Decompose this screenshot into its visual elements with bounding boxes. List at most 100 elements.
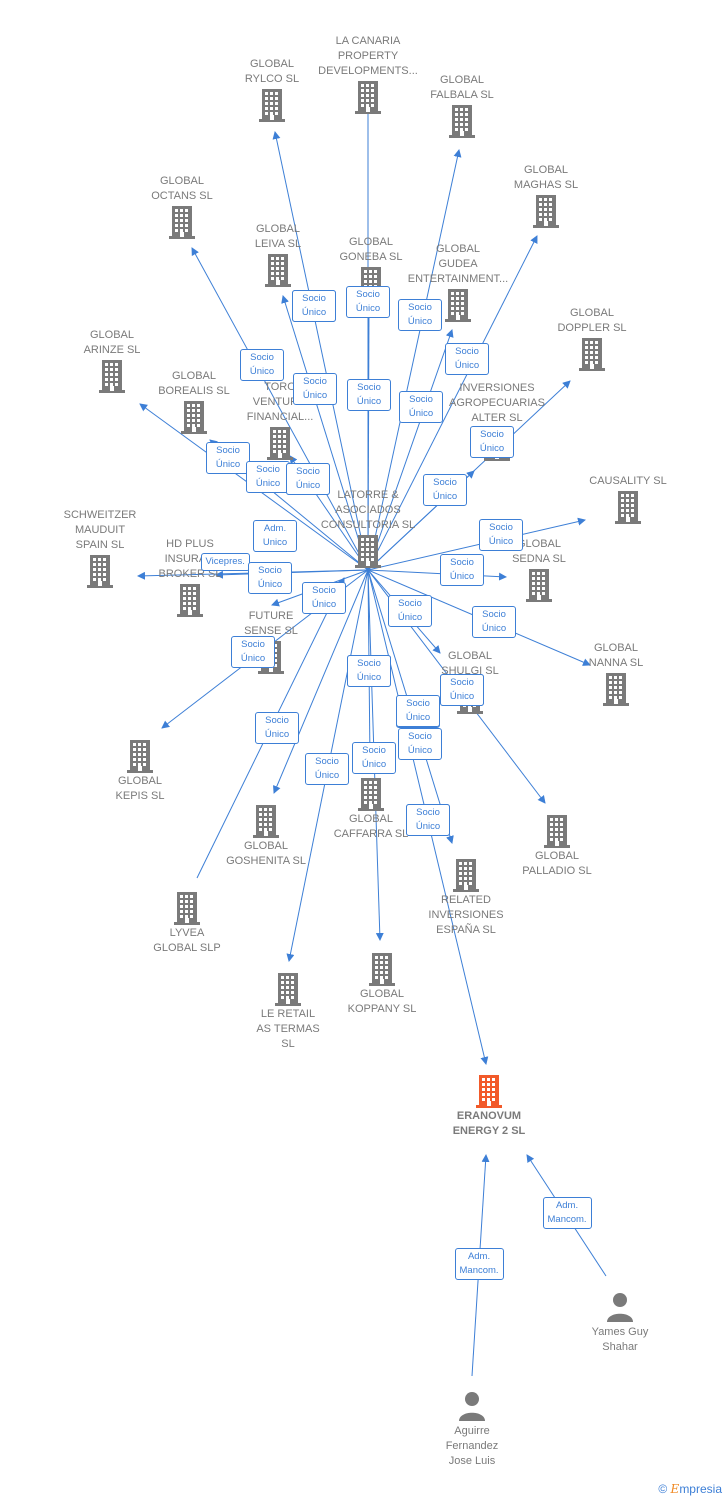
- node-leretail[interactable]: LE RETAIL AS TERMAS SL: [223, 971, 353, 1052]
- node-label: TORO VENTUR... FINANCIAL...: [246, 381, 314, 423]
- node-maghas[interactable]: GLOBAL MAGHAS SL: [481, 163, 611, 229]
- building-icon: [99, 360, 125, 393]
- edge-line: [364, 305, 373, 571]
- node-borealis[interactable]: GLOBAL BOREALIS SL: [129, 369, 259, 435]
- node-label: LYVEA GLOBAL SLP: [153, 927, 221, 954]
- building-icon: [87, 555, 113, 588]
- brand-logo-text: mpresia: [679, 1482, 722, 1496]
- node-related[interactable]: RELATED INVERSIONES ESPAÑA SL: [401, 857, 531, 938]
- node-label: GLOBAL SEDNA SL: [512, 538, 566, 565]
- building-icon: [615, 491, 641, 524]
- node-label: GLOBAL PALLADIO SL: [522, 850, 592, 877]
- node-falbala[interactable]: GLOBAL FALBALA SL: [397, 73, 527, 139]
- edge-role-tag: Socio Único: [398, 728, 442, 760]
- edge-role-tag: Socio Único: [406, 804, 450, 836]
- edge-role-tag: Socio Único: [440, 674, 484, 706]
- building-icon: [369, 953, 395, 986]
- edge-role-tag: Socio Único: [396, 695, 440, 727]
- edge-role-tag: Socio Único: [346, 286, 390, 318]
- node-aguirre[interactable]: Aguirre Fernandez Jose Luis: [407, 1388, 537, 1469]
- node-label: GLOBAL ARINZE SL: [83, 329, 141, 356]
- node-arinze[interactable]: GLOBAL ARINZE SL: [47, 328, 177, 394]
- node-label: GLOBAL MAGHAS SL: [513, 164, 579, 191]
- building-icon: [169, 206, 195, 239]
- node-lyvea[interactable]: LYVEA GLOBAL SLP: [122, 890, 252, 956]
- node-caffarra[interactable]: GLOBAL CAFFARRA SL: [306, 776, 436, 842]
- edge-line: [191, 247, 369, 571]
- building-icon: [275, 973, 301, 1006]
- edge-role-tag: Socio Único: [470, 426, 514, 458]
- person-icon: [459, 1392, 485, 1421]
- node-label: GLOBAL GONEBA SL: [339, 236, 403, 263]
- edge-line: [367, 149, 462, 571]
- node-hdplus[interactable]: HD PLUS INSURA... BROKER SL: [125, 537, 255, 618]
- node-label: GLOBAL OCTANS SL: [151, 175, 213, 202]
- edge-line: [367, 235, 538, 571]
- node-eranovum[interactable]: ERANOVUM ENERGY 2 SL: [424, 1073, 554, 1139]
- node-gudea[interactable]: GLOBAL GUDEA ENTERTAINMENT...: [393, 242, 523, 323]
- building-icon: [265, 254, 291, 287]
- node-rylco[interactable]: GLOBAL RYLCO SL: [207, 57, 337, 123]
- node-label: SCHWEITZER MAUDUIT SPAIN SL: [63, 509, 137, 551]
- node-label: ERANOVUM ENERGY 2 SL: [452, 1110, 526, 1137]
- edge-role-tag: Socio Único: [388, 595, 432, 627]
- edge-role-tag: Socio Único: [293, 373, 337, 405]
- brand-logo-initial: E: [670, 1482, 680, 1496]
- edge-role-tag: Socio Único: [206, 442, 250, 474]
- node-kepis[interactable]: GLOBAL KEPIS SL: [75, 738, 205, 804]
- brand-footer: © Empresia: [658, 1482, 722, 1496]
- edge-line: [273, 569, 369, 794]
- building-icon: [453, 859, 479, 892]
- edge-role-tag: Adm. Unico: [253, 520, 297, 552]
- node-koppany[interactable]: GLOBAL KOPPANY SL: [317, 951, 447, 1017]
- edge-role-tag: Socio Único: [398, 299, 442, 331]
- node-lacanaria[interactable]: LA CANARIA PROPERTY DEVELOPMENTS...: [303, 34, 433, 115]
- edge-role-tag: Socio Único: [347, 655, 391, 687]
- edge-line: [215, 569, 369, 579]
- node-causality[interactable]: CAUSALITY SL: [563, 474, 693, 525]
- person-icon: [607, 1293, 633, 1322]
- node-label: GLOBAL GOSHENITA SL: [226, 840, 306, 867]
- node-palladio[interactable]: GLOBAL PALLADIO SL: [492, 813, 622, 879]
- node-label: INVERSIONES AGROPECUARIAS ALTER SL: [449, 382, 545, 424]
- node-label: LA CANARIA PROPERTY DEVELOPMENTS...: [318, 35, 418, 77]
- edge-role-tag: Socio Único: [440, 554, 484, 586]
- edge-line: [367, 329, 454, 571]
- building-icon: [445, 289, 471, 322]
- node-label: GLOBAL RYLCO SL: [244, 58, 300, 85]
- node-latorre[interactable]: LATORRE & ASOCIADOS CONSULTORIA SL: [303, 488, 433, 569]
- node-goshenita[interactable]: GLOBAL GOSHENITA SL: [201, 803, 331, 869]
- building-icon: [253, 805, 279, 838]
- building-icon: [526, 569, 552, 602]
- edge-role-tag: Socio Único: [472, 606, 516, 638]
- node-toro[interactable]: TORO VENTUR... FINANCIAL...: [215, 380, 345, 461]
- building-icon: [127, 740, 153, 773]
- node-label: GLOBAL BOREALIS SL: [158, 370, 230, 397]
- edge-role-tag: Socio Único: [347, 379, 391, 411]
- node-label: FUTURE SENSE SL: [244, 610, 298, 637]
- node-nanna[interactable]: GLOBAL NANNA SL: [551, 641, 681, 707]
- node-leiva[interactable]: GLOBAL LEIVA SL: [213, 222, 343, 288]
- edge-role-tag: Socio Único: [248, 562, 292, 594]
- node-label: GLOBAL FALBALA SL: [430, 74, 494, 101]
- node-octans[interactable]: GLOBAL OCTANS SL: [117, 174, 247, 240]
- edge-role-tag: Socio Único: [255, 712, 299, 744]
- node-schweitzer[interactable]: SCHWEITZER MAUDUIT SPAIN SL: [35, 508, 165, 589]
- edge-role-tag: Socio Único: [479, 519, 523, 551]
- edge-role-tag: Socio Único: [399, 391, 443, 423]
- edge-role-tag: Adm. Mancom.: [542, 1197, 592, 1229]
- building-icon: [476, 1075, 502, 1108]
- edge-role-tag: Socio Único: [246, 461, 290, 493]
- node-label: LE RETAIL AS TERMAS SL: [256, 1008, 320, 1050]
- node-doppler[interactable]: GLOBAL DOPPLER SL: [527, 306, 657, 372]
- edge-line: [281, 295, 369, 571]
- building-icon: [544, 815, 570, 848]
- edge-role-tag: Socio Único: [302, 582, 346, 614]
- node-yames[interactable]: Yames Guy Shahar: [555, 1289, 685, 1355]
- node-label: LATORRE & ASOCIADOS CONSULTORIA SL: [320, 489, 416, 531]
- node-label: Yames Guy Shahar: [591, 1326, 649, 1353]
- node-label: CAUSALITY SL: [589, 475, 667, 487]
- node-sedna[interactable]: GLOBAL SEDNA SL: [474, 537, 604, 603]
- edge-role-tag: Socio Único: [286, 463, 330, 495]
